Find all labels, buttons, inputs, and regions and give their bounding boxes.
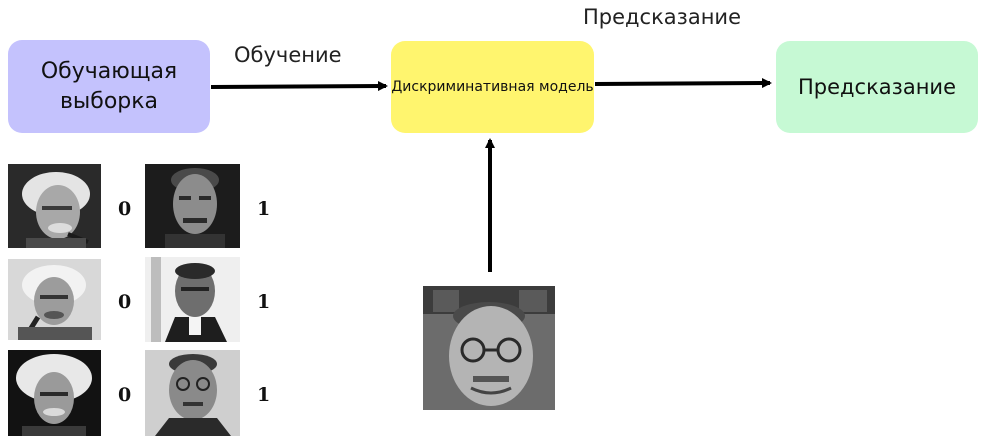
label-row3-left: 0 (118, 384, 132, 406)
photo-einstein-1 (8, 164, 101, 248)
photo-mann-1 (145, 164, 240, 248)
training-set-node: Обучающая выборка (8, 40, 210, 133)
label-row1-left: 0 (118, 198, 132, 220)
discriminative-model-node: Дискриминативная модель (391, 41, 594, 133)
training-set-label: Обучающая выборка (40, 58, 178, 114)
photo-mann-2 (145, 257, 240, 342)
label-row1-right: 1 (257, 198, 271, 220)
photo-mann-3 (145, 350, 240, 436)
label-row3-right: 1 (257, 384, 271, 406)
arrow-model-to-prediction (594, 78, 772, 89)
model-label: Дискриминативная модель (391, 78, 594, 95)
label-row2-right: 1 (257, 291, 271, 313)
arrow-training-to-model (210, 81, 388, 92)
label-row2-left: 0 (118, 291, 132, 313)
training-edge-label: Обучение (234, 43, 342, 67)
photo-einstein-2 (8, 259, 101, 340)
prediction-label: Предсказание (798, 75, 956, 99)
input-photo (423, 286, 555, 410)
photo-einstein-3 (8, 350, 101, 436)
prediction-node: Предсказание (776, 41, 978, 133)
prediction-caption: Предсказание (583, 5, 741, 29)
